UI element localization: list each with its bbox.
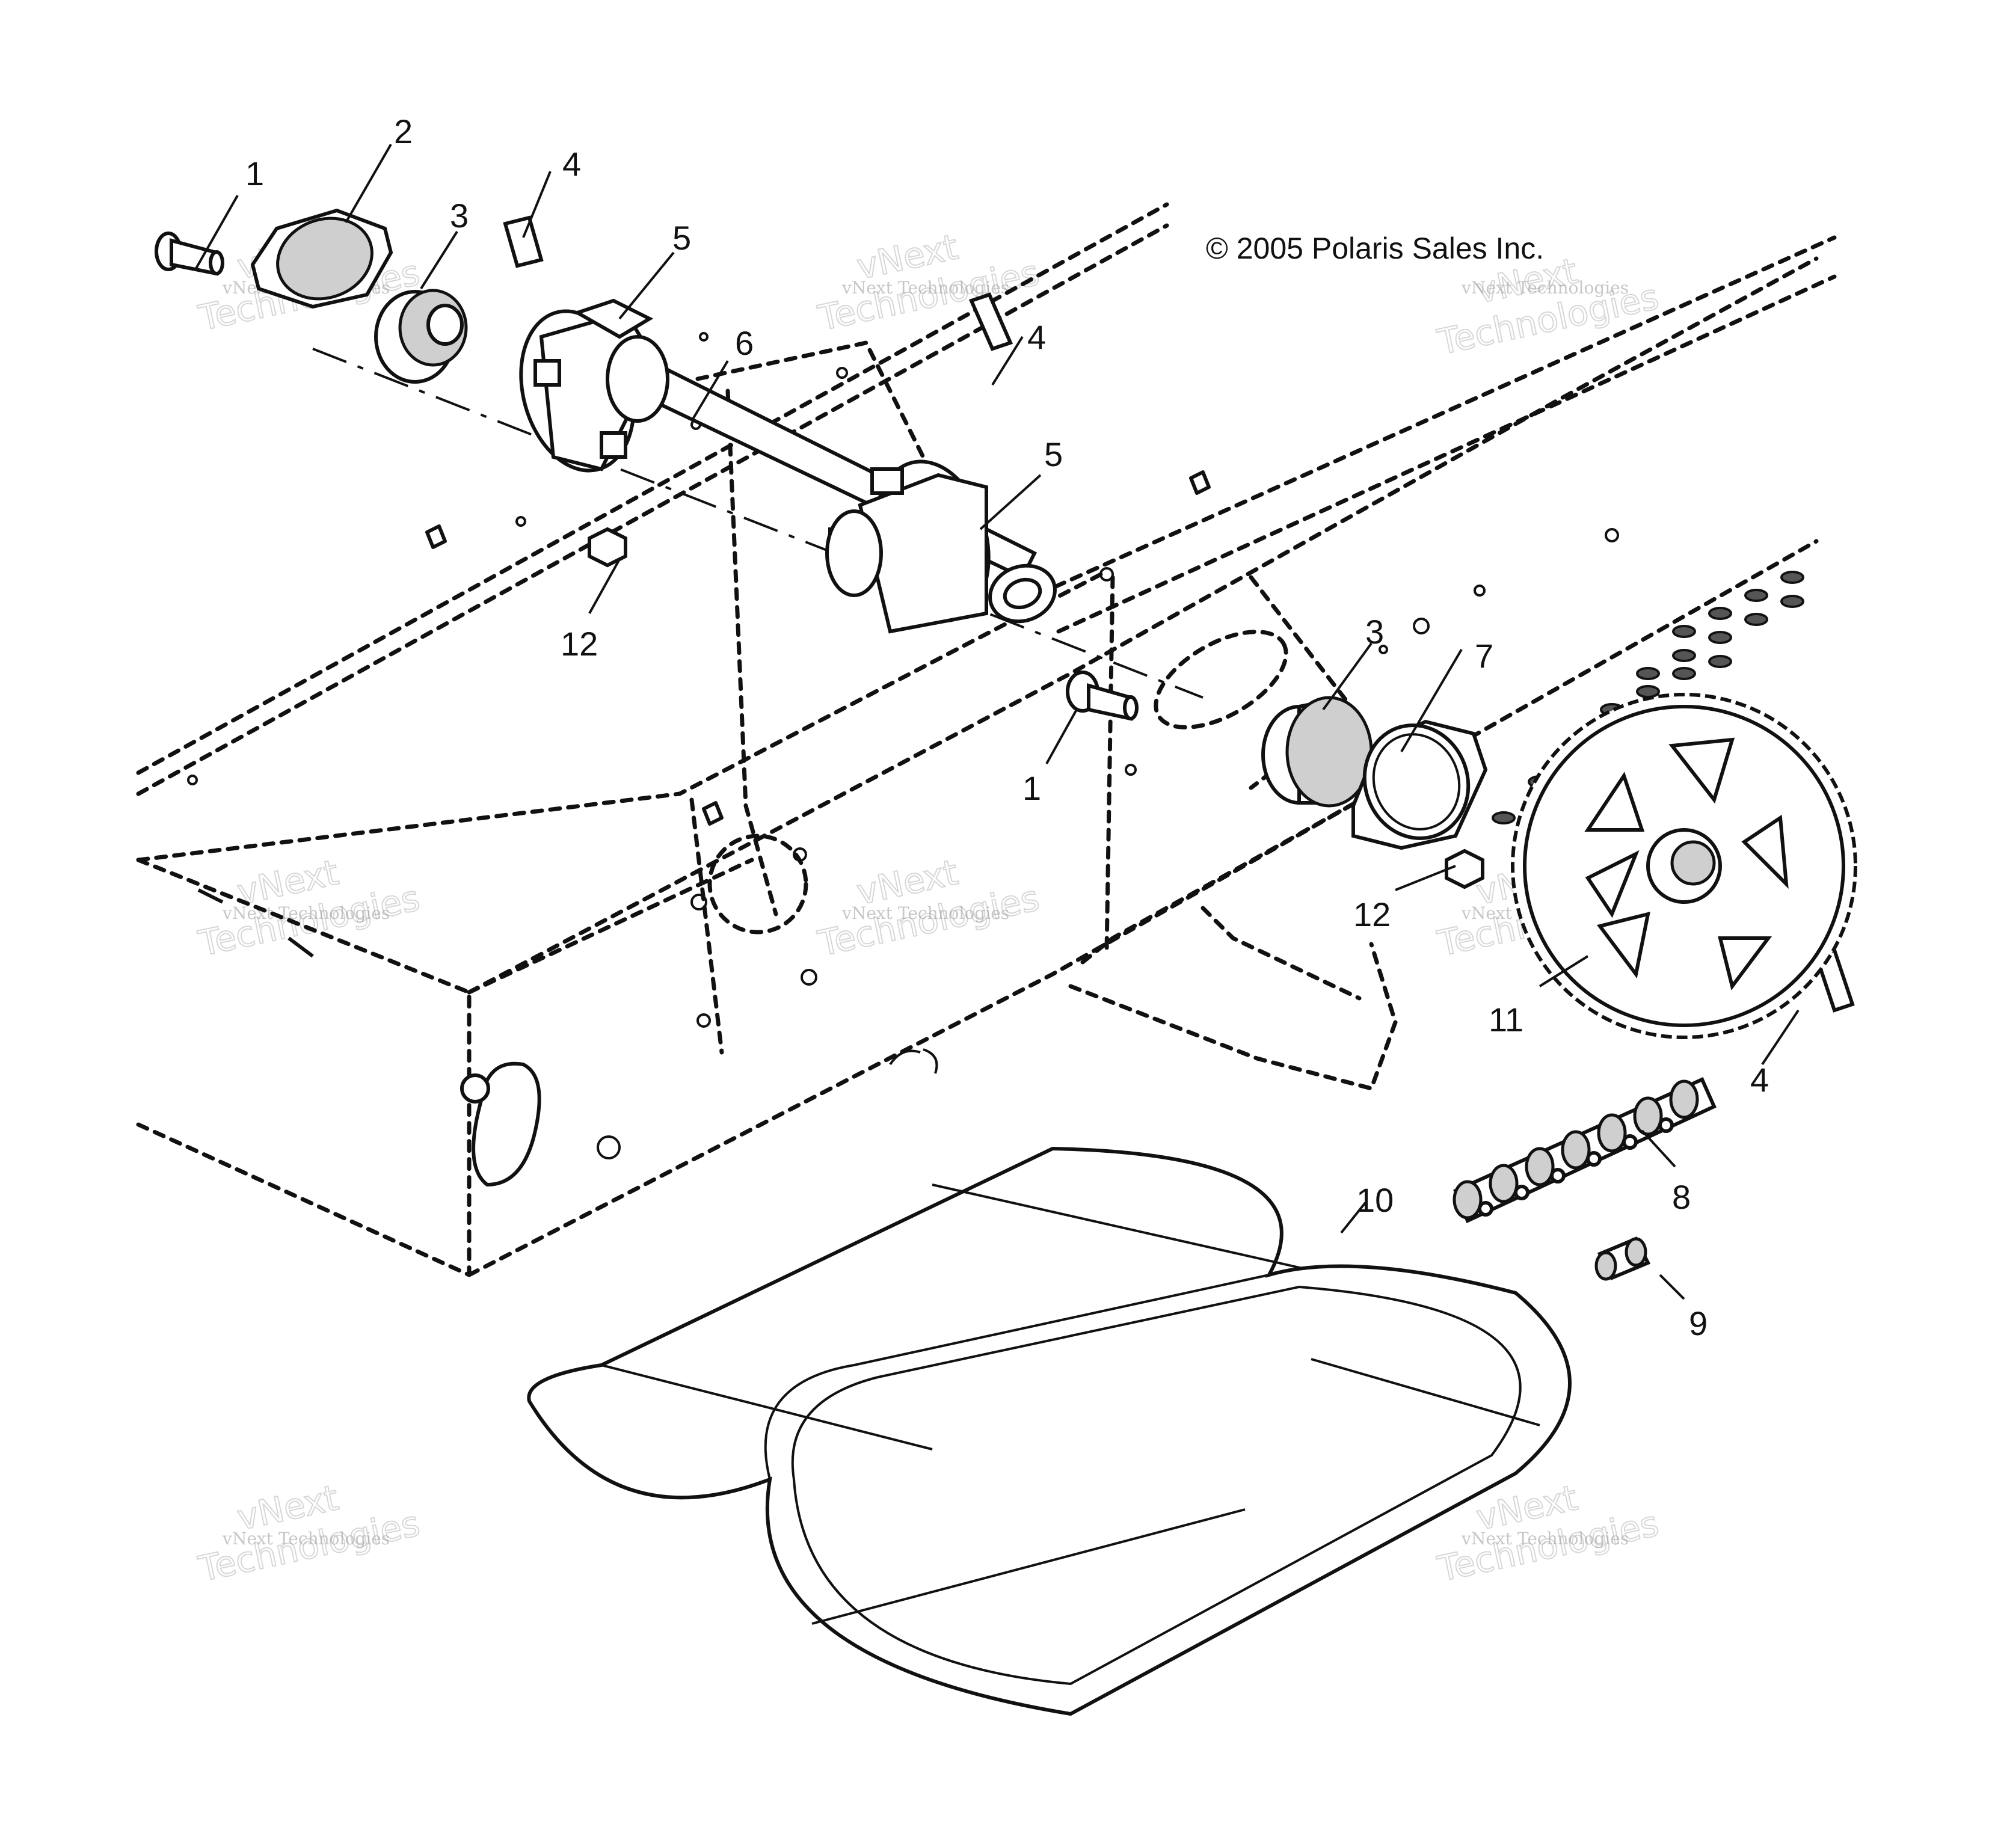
drive-track [527, 1146, 1572, 1716]
callout-9: 9 [1689, 1304, 1708, 1342]
watermark: vNext Technologies [1433, 250, 1663, 363]
flange-bearing-right [1351, 719, 1488, 850]
callout-1: 1 [245, 155, 264, 192]
flange-bearing-left [250, 208, 393, 309]
roll-pin-upper-left [503, 215, 544, 268]
drive-shaft-assembly [519, 298, 1057, 634]
callout-3: 3 [1365, 613, 1384, 651]
roll-pin-upper-right [968, 292, 1013, 351]
callout-11: 11 [1489, 1001, 1523, 1039]
chain-master-link [1594, 1236, 1651, 1281]
watermark: vNext Technologies [814, 226, 1044, 339]
watermark-text: vNext Technologies [1461, 278, 1629, 298]
leader-lines [194, 144, 1800, 1300]
drive-sprocket [1511, 693, 1857, 1039]
callout-1: 1 [1022, 769, 1041, 807]
callout-8: 8 [1672, 1178, 1691, 1216]
callout-3: 3 [450, 197, 469, 235]
watermark: vNext Technologies [814, 851, 1044, 965]
watermark-text: vNext Technologies [841, 278, 1009, 298]
copyright-notice: © 2005 Polaris Sales Inc. [1206, 232, 1544, 265]
bearing-left [374, 289, 468, 384]
nut-right [1445, 849, 1484, 889]
callout-2: 2 [394, 112, 413, 150]
callout-5: 5 [672, 219, 691, 257]
watermark: vNext Technologies [194, 1476, 424, 1590]
watermark-text: vNext Technologies [222, 1529, 390, 1549]
callout-4: 4 [562, 145, 581, 183]
bearing-right [1261, 696, 1373, 808]
bolt-right [1066, 671, 1139, 721]
nut-left [588, 527, 627, 568]
axle-centerline [312, 348, 1204, 699]
watermark-text: vNext Technologies [222, 903, 390, 923]
callout-4: 4 [1027, 318, 1046, 356]
callout-12: 12 [1353, 895, 1391, 933]
callout-4: 4 [1750, 1061, 1769, 1099]
chassis-frame-outline [136, 202, 1837, 1277]
watermark-text: vNext Technologies [1461, 1529, 1629, 1549]
callout-10: 10 [1356, 1181, 1394, 1219]
watermark-text: vNext Technologies [841, 903, 1009, 923]
callout-labels: 1 2 3 4 5 6 4 5 12 3 7 1 12 11 4 8 10 9 [245, 112, 1769, 1342]
drive-chain [1453, 1077, 1717, 1224]
callout-12: 12 [561, 625, 598, 663]
callout-5: 5 [1044, 435, 1063, 473]
callout-6: 6 [735, 324, 754, 362]
callout-7: 7 [1475, 637, 1493, 675]
bolt-left [155, 232, 224, 276]
